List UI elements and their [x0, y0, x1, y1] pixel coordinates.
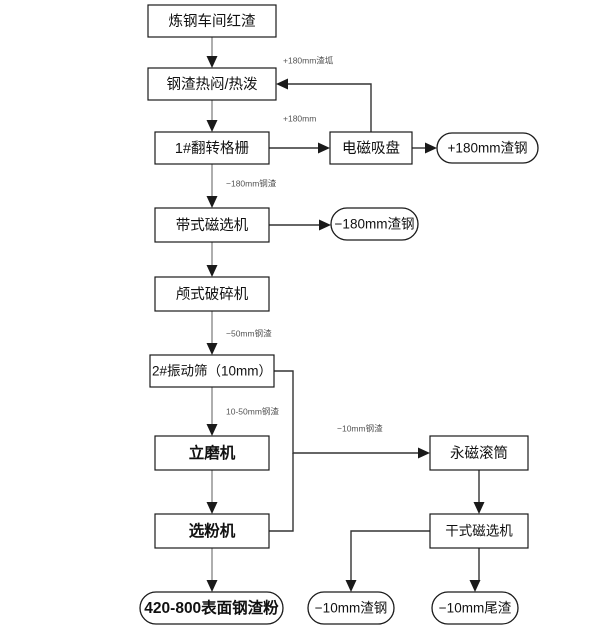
edge-dry-separator-to-minus10-slagsteel — [345, 530, 430, 592]
edge-grizzly-to-belt-separator: −180mm钢渣 — [206, 164, 277, 208]
node-label: 2#振动筛（10mm） — [152, 364, 272, 379]
edge-steelmaking-to-hotstew — [206, 37, 218, 68]
node-label: +180mm渣钢 — [448, 141, 528, 156]
node-dry-magnetic-separator[interactable]: 干式磁选机 — [429, 513, 529, 549]
edge-belt-separator-to-jaw-crusher — [206, 242, 218, 277]
edge-dry-separator-to-minus10-tailings — [469, 548, 481, 592]
node-label: 炼钢车间红渣 — [169, 13, 256, 30]
edge-label-plus180mm-slag-lump: +180mm渣坬 — [283, 55, 334, 65]
edge-magnet-to-hotstew: +180mm渣坬 — [276, 55, 372, 132]
node-420-800-surface-steel-slag-powder[interactable]: 420-800表面钢渣粉 — [139, 591, 284, 625]
node-vertical-mill[interactable]: 立磨机 — [154, 435, 270, 471]
node-label: 带式磁选机 — [176, 217, 249, 234]
node-label: −10mm尾渣 — [439, 601, 512, 616]
edge-vibrating-screen-to-magnetic-drum: −10mm钢渣 — [274, 370, 430, 459]
edge-label-10-50mm-steelslag: 10-50mm钢渣 — [226, 406, 279, 416]
node-label: 选粉机 — [189, 521, 236, 540]
node-label: 钢渣热闷/热泼 — [166, 76, 258, 93]
edge-label-minus10mm-steelslag: −10mm钢渣 — [337, 423, 383, 433]
node-powder-separator[interactable]: 选粉机 — [154, 513, 270, 549]
edge-magnet-to-plus180-slagsteel — [412, 142, 437, 154]
edge-powder-separator-to-magnetic-drum — [269, 453, 294, 532]
edge-label-minus50mm-steelslag: −50mm钢渣 — [226, 328, 272, 338]
node-jaw-crusher[interactable]: 颅式破碎机 — [154, 276, 270, 312]
edge-grizzly-to-magnet: +180mm — [269, 113, 330, 154]
node-electromagnetic-chuck[interactable]: 电磁吸盘 — [329, 131, 413, 165]
edge-vibrating-screen-to-vertical-mill: 10-50mm钢渣 — [206, 387, 279, 436]
node-belt-magnetic-separator[interactable]: 带式磁选机 — [154, 207, 270, 243]
node-turnover-grizzly-1[interactable]: 1#翻转格栅 — [154, 131, 270, 165]
node-layer: 炼钢车间红渣 钢渣热闷/热泼 1#翻转格栅 电磁吸盘 +180mm渣钢 带式磁选 — [139, 4, 539, 625]
node-steelmaking-red-slag[interactable]: 炼钢车间红渣 — [147, 4, 277, 38]
node-plus180mm-slag-steel[interactable]: +180mm渣钢 — [436, 132, 539, 164]
node-vibrating-screen-2[interactable]: 2#振动筛（10mm） — [149, 354, 275, 388]
node-minus10mm-slag-steel[interactable]: −10mm渣钢 — [307, 591, 395, 625]
edge-label-plus180mm: +180mm — [283, 113, 316, 123]
edge-layer: +180mm渣坬 +180mm −180mm钢渣 — [206, 37, 485, 592]
node-label: 1#翻转格栅 — [175, 140, 249, 157]
edge-label-minus180mm-steelslag: −180mm钢渣 — [226, 178, 277, 188]
node-label: 颅式破碎机 — [176, 286, 249, 303]
node-permanent-magnetic-drum[interactable]: 永磁滚筒 — [429, 435, 529, 471]
node-minus180mm-slag-steel[interactable]: −180mm渣钢 — [330, 207, 419, 241]
node-label: −180mm渣钢 — [335, 217, 415, 232]
node-label: 电磁吸盘 — [342, 139, 400, 157]
node-label: −10mm渣钢 — [315, 601, 387, 616]
node-label: 永磁滚筒 — [450, 445, 508, 462]
edge-magnetic-drum-to-dry-separator — [473, 470, 485, 514]
node-label: 干式磁选机 — [445, 524, 513, 539]
node-label: 立磨机 — [189, 443, 236, 462]
node-minus10mm-tailings[interactable]: −10mm尾渣 — [431, 591, 519, 625]
edge-jaw-crusher-to-vibrating-screen: −50mm钢渣 — [206, 311, 272, 355]
node-slag-hot-stewing-splashing[interactable]: 钢渣热闷/热泼 — [147, 67, 277, 101]
edge-vertical-mill-to-powder-separator — [206, 470, 218, 514]
edge-belt-separator-to-minus180-slagsteel — [269, 219, 331, 231]
node-label: 420-800表面钢渣粉 — [144, 598, 279, 617]
edge-powder-separator-to-steelslag-powder — [206, 548, 218, 592]
edge-hotstew-to-grizzly — [206, 100, 218, 132]
